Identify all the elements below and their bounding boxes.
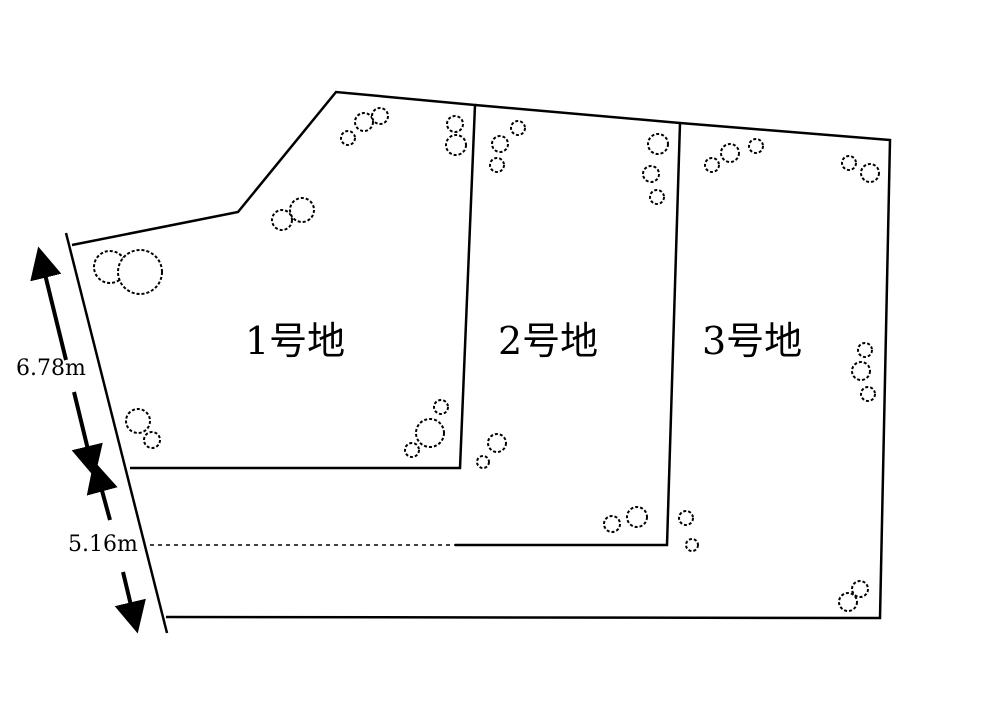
tree-icon bbox=[476, 455, 490, 469]
tree-icon bbox=[143, 431, 161, 449]
road-edge-line bbox=[64, 232, 169, 634]
tree-icon bbox=[510, 120, 526, 136]
tree-icon bbox=[404, 442, 420, 458]
tree-icon bbox=[857, 342, 873, 358]
tree-icon bbox=[433, 399, 449, 415]
arrow-6-78 bbox=[30, 246, 68, 361]
tree-icon bbox=[748, 138, 764, 154]
tree-icon bbox=[271, 209, 293, 231]
lot-1-boundary bbox=[71, 90, 477, 470]
tree-icon bbox=[489, 157, 505, 173]
tree-icon bbox=[720, 143, 740, 163]
outer-boundary bbox=[165, 103, 892, 620]
tree-icon bbox=[603, 515, 621, 533]
dimension-label-6-78: 6.78m bbox=[16, 356, 86, 381]
tree-icon bbox=[117, 249, 163, 295]
tree-icon bbox=[838, 592, 858, 612]
tree-icon bbox=[354, 112, 374, 132]
lot-2-boundary bbox=[455, 122, 682, 547]
arrow-5-16-up bbox=[86, 460, 118, 521]
tree-icon bbox=[340, 130, 356, 146]
tree-icon bbox=[685, 538, 699, 552]
tree-icon bbox=[487, 433, 507, 453]
tree-icon bbox=[626, 506, 648, 528]
tree-icon bbox=[491, 135, 509, 153]
dimension-label-5-16: 5.16m bbox=[68, 532, 138, 557]
lot-2-label: 2号地 bbox=[498, 319, 599, 363]
tree-icon bbox=[860, 163, 880, 183]
arrow-6-78-down bbox=[71, 391, 103, 478]
tree-icon bbox=[841, 155, 857, 171]
tree-icon bbox=[678, 510, 694, 526]
lot-1-label: 1号地 bbox=[245, 319, 346, 363]
tree-icon bbox=[704, 157, 720, 173]
tree-icon bbox=[371, 107, 389, 125]
tree-icon bbox=[860, 386, 876, 402]
tree-icon bbox=[445, 134, 467, 156]
tree-icon bbox=[415, 418, 445, 448]
tree-icon bbox=[446, 115, 464, 133]
arrow-5-16-down bbox=[114, 571, 146, 634]
tree-icon bbox=[647, 133, 669, 155]
tree-icon bbox=[649, 189, 665, 205]
tree-icon bbox=[851, 580, 869, 598]
lot-3-label: 3号地 bbox=[702, 319, 803, 363]
tree-icon bbox=[125, 408, 151, 434]
tree-icon bbox=[851, 361, 871, 381]
tree-icon bbox=[289, 197, 315, 223]
tree-icon bbox=[642, 165, 660, 183]
